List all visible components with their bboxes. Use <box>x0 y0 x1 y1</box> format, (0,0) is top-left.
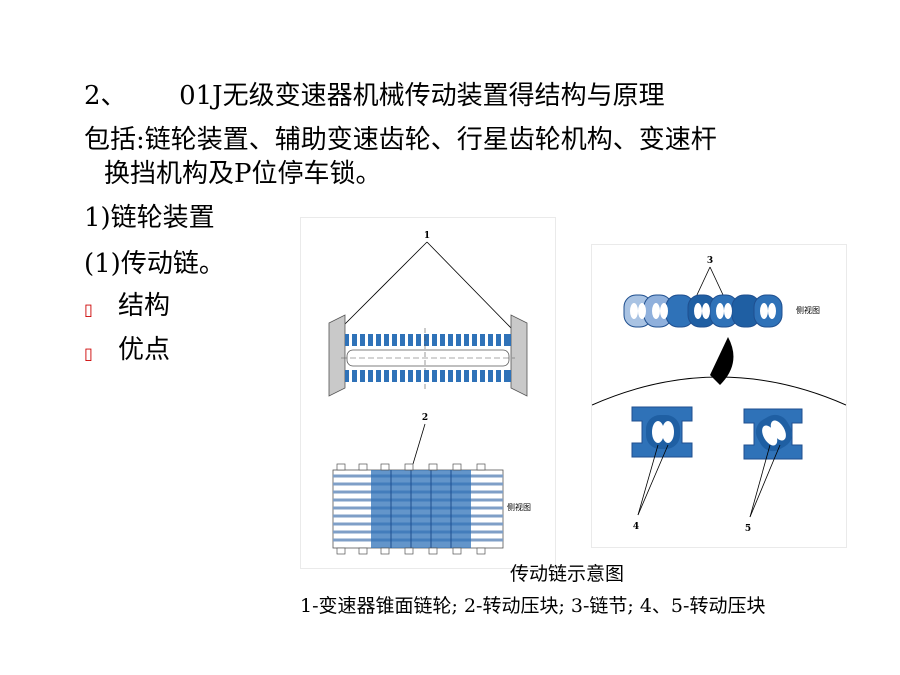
includes-line-2: 换挡机构及P位停车锁。 <box>104 159 382 189</box>
section-title: 1)链轮装置 <box>84 203 215 233</box>
heading-number: 2、 <box>84 81 127 111</box>
chain-link-diagram: 3 侧视图 <box>591 256 847 534</box>
pressure-block-5 <box>743 408 803 460</box>
pressure-block-4 <box>631 406 693 458</box>
right-figure-panel: 3 侧视图 <box>591 245 847 547</box>
label-1: 1 <box>424 231 430 241</box>
side-view-label-right: 侧视图 <box>796 305 820 315</box>
label-5: 5 <box>745 524 751 534</box>
left-figure-panel: 1 <box>301 218 555 568</box>
bullet-marker-icon: ▯ <box>84 344 93 363</box>
includes-line-1: 包括:链轮装置、辅助变速齿轮、行星齿轮机构、变速杆 <box>84 125 717 155</box>
lower-chain-row <box>345 370 511 382</box>
pulley-chain-diagram: 1 <box>328 231 531 555</box>
bullet-structure: 结构 <box>118 291 171 321</box>
figure-caption-title: 传动链示意图 <box>510 563 625 585</box>
chain-links-strip <box>623 294 783 328</box>
label-2: 2 <box>422 413 428 423</box>
bullet-marker-icon: ▯ <box>84 300 93 319</box>
subsection-title: (1)传动链。 <box>84 249 225 279</box>
label-3: 3 <box>707 256 713 266</box>
chain-side-view <box>332 463 504 555</box>
heading: 2、 01J无级变速器机械传动装置得结构与原理 <box>84 80 665 112</box>
label-4: 4 <box>633 522 639 532</box>
upper-chain-row <box>345 334 511 346</box>
bullet-advantages: 优点 <box>118 335 171 365</box>
side-view-label-left: 侧视图 <box>507 502 531 512</box>
figure-caption-legend: 1-变速器锥面链轮; 2-转动压块; 3-链节; 4、5-转动压块 <box>300 595 766 617</box>
heading-text: 01J无级变速器机械传动装置得结构与原理 <box>179 81 665 111</box>
